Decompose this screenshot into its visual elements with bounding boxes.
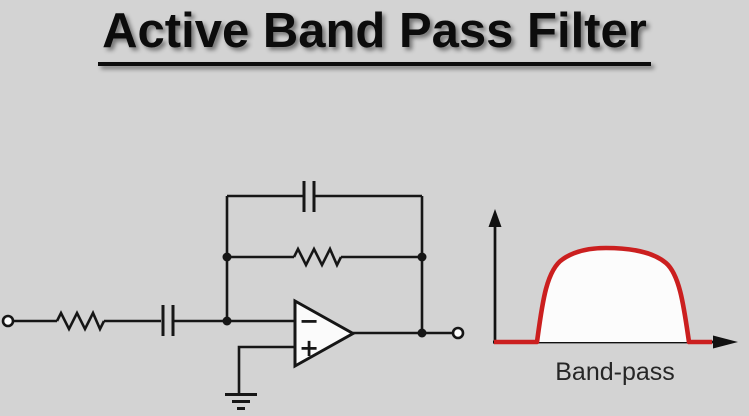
bandpass-circuit: − +: [1, 181, 465, 410]
ground-symbol: [225, 393, 257, 410]
title-bar: Active Band Pass Filter: [0, 5, 749, 67]
output-terminal: [451, 326, 465, 340]
x-axis-arrowhead: [713, 335, 738, 349]
page-title: Active Band Pass Filter: [98, 5, 651, 67]
opamp-noninverting-sign: +: [299, 334, 319, 362]
opamp-inverting-sign: −: [299, 307, 319, 335]
opamp-symbol: [293, 298, 357, 369]
feedback-resistor-symbol: [292, 245, 343, 269]
feedback-left-junction-dot: [222, 252, 232, 262]
output-junction-dot: [417, 328, 427, 338]
bandpass-curve: [494, 245, 712, 345]
input-terminal: [1, 314, 15, 328]
y-axis-arrowhead: [488, 209, 502, 227]
series-resistor-symbol: [55, 309, 106, 333]
bandpass-dome-fill: [537, 248, 689, 342]
noninverting-ground-wire: [237, 345, 295, 393]
bandpass-label: Band-pass: [555, 358, 675, 386]
response-graph: [488, 209, 738, 349]
